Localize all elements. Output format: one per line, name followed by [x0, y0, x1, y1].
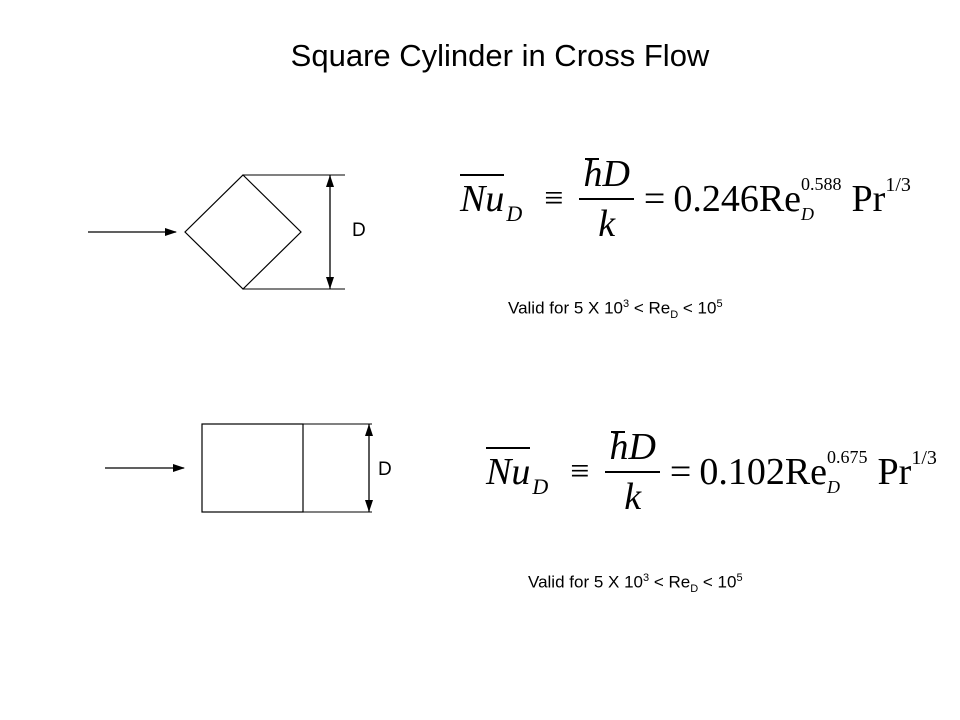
reynolds-symbol: Re — [758, 178, 802, 220]
validity-exponent-high: 5 — [716, 298, 723, 310]
diagram-diamond — [88, 174, 345, 290]
fraction: hD k — [579, 152, 634, 246]
reynolds-exponent-group: 0.588 D — [801, 175, 842, 223]
reynolds-exponent-group: 0.675 D — [827, 448, 868, 496]
validity-upper: < 10 — [678, 298, 717, 318]
reynolds-subscript: D — [801, 204, 815, 224]
nusselt-term: NuD — [460, 174, 522, 226]
validity-range: Valid for 5 X 103 < ReD < 105 — [508, 298, 723, 321]
equals-sign: = — [669, 451, 692, 493]
page-title: Square Cylinder in Cross Flow — [290, 38, 710, 73]
validity-range: Valid for 5 X 103 < ReD < 105 — [528, 572, 743, 595]
coefficient: 0.102 — [699, 451, 785, 493]
nusselt-equation-square: NuD ≡ hD k = 0.102 Re 0.675 D Pr 1/3 — [486, 425, 937, 519]
reynolds-exponent: 0.675 — [827, 447, 868, 467]
prandtl-exponent: 1/3 — [911, 446, 937, 469]
prandtl-symbol: Pr — [851, 178, 886, 220]
validity-exponent-low: 3 — [642, 572, 650, 584]
dimension-arrow-bottom — [365, 500, 373, 512]
dimension-arrow-top — [326, 175, 334, 187]
nusselt-symbol: Nu — [486, 447, 531, 493]
fraction-bar — [579, 198, 634, 200]
dimension-label-d: D — [378, 459, 392, 480]
numerator-text: hD — [583, 153, 630, 195]
nusselt-term: NuD — [486, 447, 548, 499]
equivalence-sign: ≡ — [544, 180, 564, 217]
fraction: hD k — [605, 425, 660, 519]
validity-re-subscript: D — [670, 309, 679, 322]
fraction-numerator: hD — [605, 425, 659, 469]
validity-prefix: Valid for 5 X 10 — [528, 572, 643, 592]
validity-exponent-low: 3 — [622, 298, 630, 310]
nusselt-symbol: Nu — [460, 174, 505, 220]
prandtl-exponent: 1/3 — [885, 173, 911, 196]
nusselt-subscript: D — [506, 201, 523, 226]
validity-prefix: Valid for 5 X 10 — [508, 298, 623, 318]
coefficient: 0.246 — [673, 178, 759, 220]
fraction-numerator: hD — [579, 152, 633, 196]
validity-re: < Re — [629, 298, 671, 318]
reynolds-symbol: Re — [784, 451, 828, 493]
nusselt-equation-diamond: NuD ≡ hD k = 0.246 Re 0.588 D Pr 1/3 — [460, 152, 911, 246]
equals-sign: = — [643, 178, 666, 220]
numerator-text: hD — [609, 426, 656, 468]
validity-re-subscript: D — [690, 583, 699, 596]
prandtl-symbol: Pr — [877, 451, 912, 493]
fraction-denominator: k — [598, 203, 616, 245]
fraction-bar — [605, 471, 660, 473]
validity-re: < Re — [649, 572, 691, 592]
diamond-cylinder — [184, 174, 302, 290]
validity-exponent-high: 5 — [736, 572, 743, 584]
reynolds-subscript: D — [827, 477, 841, 497]
square-cylinder — [201, 423, 304, 513]
dimension-arrow-top — [365, 424, 373, 436]
fraction-denominator: k — [624, 476, 642, 518]
diagram-square — [105, 423, 373, 513]
dimension-label-d: D — [352, 220, 366, 241]
equivalence-sign: ≡ — [570, 453, 590, 490]
validity-upper: < 10 — [698, 572, 737, 592]
reynolds-exponent: 0.588 — [801, 174, 842, 194]
dimension-arrow-bottom — [326, 277, 334, 289]
nusselt-subscript: D — [532, 474, 549, 499]
